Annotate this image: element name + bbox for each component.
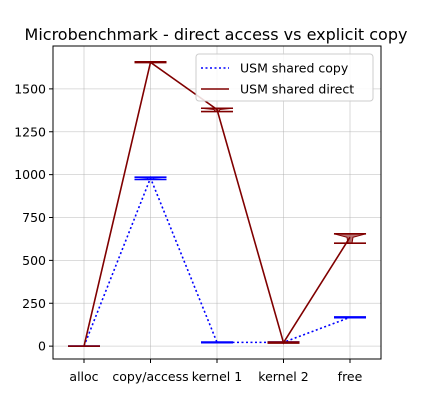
y-axis: 0 250 500 750 1000 1250 1500 [14, 81, 53, 354]
legend-label: USM shared direct [240, 82, 354, 97]
y-tick-label: 750 [22, 210, 46, 225]
x-tick-label: copy/access [112, 369, 188, 384]
x-tick-label: alloc [69, 369, 98, 384]
x-tick-label: free [338, 369, 363, 384]
x-tick-label: kernel 1 [192, 369, 242, 384]
series-area [68, 60, 367, 347]
y-tick-label: 1500 [14, 81, 46, 96]
legend-label: USM shared copy [240, 61, 349, 76]
y-tick-label: 500 [22, 253, 46, 268]
y-tick-label: 1250 [14, 124, 46, 139]
y-tick-label: 1000 [14, 167, 46, 182]
y-tick-label: 250 [22, 296, 46, 311]
legend-box [195, 53, 374, 102]
chart-title: Microbenchmark - direct access vs explic… [25, 25, 408, 44]
x-tick-label: kernel 2 [258, 369, 308, 384]
spread-marker [333, 233, 367, 244]
y-tick-label: 0 [38, 339, 46, 354]
x-axis: alloc copy/access kernel 1 kernel 2 free [69, 359, 363, 384]
